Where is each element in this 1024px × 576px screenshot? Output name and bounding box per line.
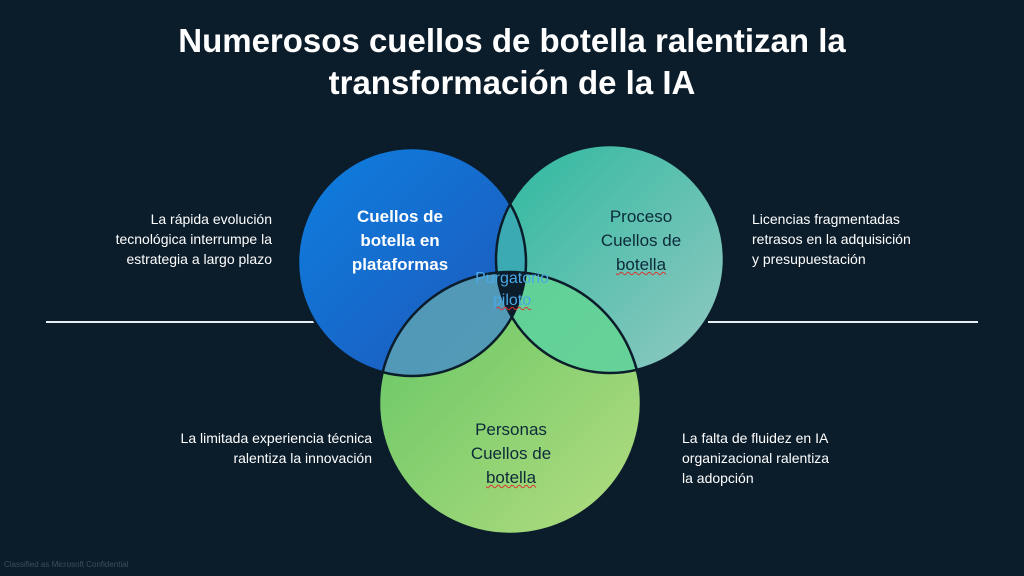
overlap-process-people (496, 272, 641, 373)
note-bottom-right: La falta de fluidez en IA organizacional… (682, 430, 830, 486)
divider-line-left (46, 321, 316, 323)
note-bottom-left: La limitada experiencia técnica ralentiz… (180, 430, 372, 466)
label-people: Personas Cuellos de botella (470, 420, 552, 487)
label-pilot-purgatory: Purgatorio piloto (475, 270, 549, 309)
label-platforms: Cuellos de botella en plataformas (351, 207, 449, 274)
note-top-left: La rápida evolución tecnológica interrum… (115, 211, 272, 267)
title-line-2: transformación de la IA (328, 64, 696, 101)
slide-title: Numerosos cuellos de botella ralentizan … (0, 20, 1024, 104)
label-process: Proceso Cuellos de botella (600, 207, 682, 274)
note-top-right: Licencias fragmentadas retrasos en la ad… (752, 211, 911, 267)
title-line-1: Numerosos cuellos de botella ralentizan … (178, 22, 846, 59)
divider-line-right (708, 321, 978, 323)
overlap-platforms-people (379, 272, 526, 376)
confidentiality-footer: Classified as Microsoft Confidential (4, 560, 129, 569)
